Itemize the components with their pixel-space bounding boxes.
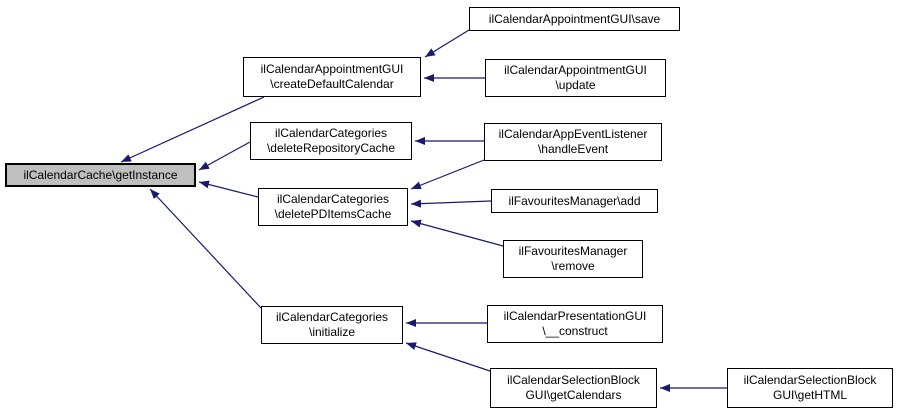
graph-edge-getCalendars-to-initialize (405, 342, 491, 372)
graph-node-label: ilCalendarSelectionBlock (743, 373, 877, 387)
graph-node-label: ilCalendarCategories (274, 126, 388, 140)
graph-node-deleteRepositoryCache[interactable]: ilCalendarCategories\deleteRepositoryCac… (250, 122, 412, 160)
graph-node-deletePDItemsCache[interactable]: ilCalendarCategories\deletePDItemsCache (258, 188, 408, 226)
graph-node-label: \remove (551, 259, 595, 273)
graph-node-label: ilCalendarCache\getInstance (23, 167, 178, 182)
graph-node-label: \initialize (308, 325, 356, 339)
graph-edge-add-to-deletePDItemsCache (410, 199, 492, 208)
graph-node-getInstance[interactable]: ilCalendarCache\getInstance (5, 163, 196, 187)
graph-node-createDefaultCalendar[interactable]: ilCalendarAppointmentGUI\createDefaultCa… (243, 57, 421, 97)
graph-node-save[interactable]: ilCalendarAppointmentGUI\save (469, 7, 680, 31)
graph-node-label: \update (555, 78, 596, 92)
graph-node-handleEvent[interactable]: ilCalendarAppEventListener\handleEvent (484, 123, 662, 161)
graph-edge-handleEvent-to-deletePDItemsCache (410, 159, 485, 190)
graph-edge-createDefaultCalendar-to-getInstance (120, 96, 265, 163)
graph-node-update[interactable]: ilCalendarAppointmentGUI\update (485, 59, 666, 97)
graph-node-label: ilFavouritesManager (518, 244, 628, 258)
graph-node-construct[interactable]: ilCalendarPresentationGUI\__construct (487, 305, 663, 343)
graph-edge-deleteRepositoryCache-to-getInstance (198, 141, 251, 171)
graph-node-label: \handleEvent (537, 142, 609, 156)
graph-edge-deletePDItemsCache-to-getInstance (198, 180, 259, 198)
graph-node-label: \deletePDItemsCache (274, 207, 392, 221)
graph-node-label: ilCalendarCategories (275, 310, 389, 324)
graph-node-label: ilCalendarAppEventListener (498, 127, 648, 141)
graph-node-label: ilCalendarSelectionBlock (507, 373, 640, 387)
graph-node-label: \__construct (542, 324, 608, 338)
graph-node-remove[interactable]: ilFavouritesManager\remove (503, 240, 643, 278)
graph-node-label: ilFavouritesManager\add (508, 193, 641, 208)
graph-node-label: ilCalendarCategories (276, 192, 390, 206)
graph-node-label: ilCalendarAppointmentGUI\save (488, 11, 661, 26)
graph-edge-initialize-to-getInstance (149, 188, 262, 309)
graph-node-label: \createDefaultCalendar (270, 77, 394, 91)
graph-node-label: GUI\getCalendars (525, 388, 622, 402)
graph-node-label: \deleteRepositoryCache (266, 141, 396, 155)
graph-node-label: ilCalendarAppointmentGUI (260, 62, 404, 76)
graph-edge-remove-to-deletePDItemsCache (410, 219, 504, 247)
graph-node-label: ilCalendarPresentationGUI (503, 309, 647, 323)
graph-node-add[interactable]: ilFavouritesManager\add (491, 189, 658, 213)
graph-node-label: ilCalendarAppointmentGUI (504, 63, 647, 77)
graph-edge-save-to-createDefaultCalendar (424, 29, 470, 58)
graph-node-label: GUI\getHTML (772, 388, 847, 402)
graph-node-initialize[interactable]: ilCalendarCategories\initialize (261, 306, 403, 344)
